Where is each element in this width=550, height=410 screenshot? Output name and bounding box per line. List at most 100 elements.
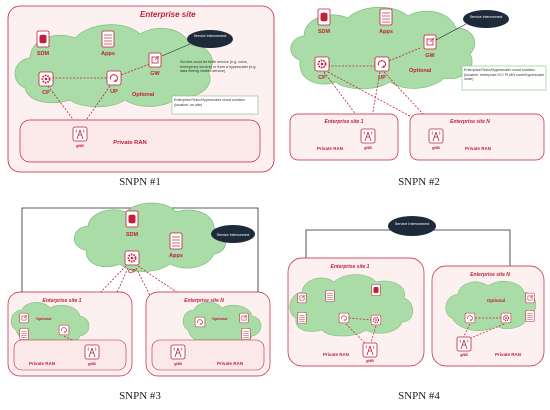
private-ran-label: Private RAN: [113, 140, 147, 146]
svg-text:UP: UP: [110, 89, 118, 95]
private-ran-label-1: Private RAN: [323, 352, 349, 357]
site-1-title: Enterprise site 1: [325, 119, 364, 125]
svg-text:SDM: SDM: [318, 29, 331, 35]
optional-label-site-N: Optional: [212, 317, 227, 321]
link-up-gw: [117, 63, 151, 77]
private-ran-label-N: Private RAN: [217, 361, 243, 366]
up-node-site-1: [58, 324, 70, 336]
apps-node-site-1: [325, 290, 335, 302]
gw-node-site-N: [525, 292, 535, 304]
optional-label: Optional: [409, 68, 432, 74]
svg-text:gNB: gNB: [88, 362, 96, 366]
interconnect-bubble: Service Interconnect: [388, 216, 436, 236]
up-node-site-N: [194, 316, 206, 328]
link-up-gnb: [81, 85, 111, 127]
sdm-node: SDM: [125, 210, 139, 238]
svg-text:Apps: Apps: [169, 253, 183, 259]
svg-text:gNB: gNB: [76, 144, 84, 148]
apps-node-site-N: [241, 328, 251, 340]
gw-node-site-1: [297, 292, 307, 304]
svg-text:SDM: SDM: [126, 232, 139, 238]
cloud-note: Enterprise/Telco/Hyperscaler cloud solut…: [461, 65, 547, 91]
caption-snpn-3: SNPN #3: [119, 390, 161, 402]
enterprise-site-1-box: [289, 113, 399, 161]
apps-node: Apps: [101, 30, 115, 57]
cloud: [73, 202, 227, 272]
gnb-node-site-N: gNB: [170, 344, 186, 366]
up-node: UP: [106, 70, 122, 95]
sdm-node-site-1: [371, 284, 381, 296]
caption-snpn-2: SNPN #2: [398, 176, 440, 188]
svg-text:UP: UP: [378, 75, 386, 81]
apps-node-site-N: [525, 310, 535, 322]
diagram-snpn-1: Enterprise site SDM Apps CP UP GW Option…: [7, 5, 275, 173]
enterprise-site-N-box: [409, 113, 545, 161]
up-node-site-N: [464, 312, 476, 324]
svg-text:Service Interconnect: Service Interconnect: [194, 34, 227, 38]
gw-node: GW: [148, 52, 162, 77]
gnb-node-site-1: gNB: [362, 342, 378, 363]
site-1-title: Enterprise site 1: [331, 264, 370, 270]
private-ran-label-N: Private RAN: [465, 146, 491, 151]
svg-text:CP: CP: [318, 75, 326, 81]
svg-text:CP: CP: [42, 90, 50, 96]
svg-text:Apps: Apps: [101, 51, 115, 57]
svg-text:gNB: gNB: [366, 359, 374, 363]
link-cp-gnb1: [323, 71, 367, 129]
caption-snpn-4: SNPN #4: [398, 390, 440, 402]
site-1-title: Enterprise site 1: [43, 298, 82, 304]
svg-text:SDM: SDM: [37, 51, 50, 57]
svg-text:gNB: gNB: [174, 362, 182, 366]
interconnect-bubble: Service Interconnect: [211, 225, 255, 243]
svg-text:GW: GW: [425, 53, 435, 59]
cp-node-site-N: [500, 312, 512, 324]
gnb-node-site-1: gNB: [360, 128, 376, 150]
diagram-snpn-2: SDM Apps CP UP GW Optional Service Inter…: [289, 6, 547, 161]
svg-text:Service Interconnect: Service Interconnect: [217, 233, 250, 237]
private-ran-label-1: Private RAN: [317, 146, 343, 151]
apps-node: Apps: [379, 8, 393, 35]
apps-node-site-1: [19, 328, 29, 340]
apps-node: Apps: [169, 232, 183, 259]
interconnect-bubble: Service Interconnect: [187, 30, 233, 48]
gnb-node-site-1: gNB: [84, 344, 100, 366]
link-up-gw: [385, 47, 421, 63]
svg-text:Service Interconnect: Service Interconnect: [395, 222, 431, 226]
gnb-node-site-N: gNB: [456, 336, 472, 357]
cp-node: CP: [314, 56, 330, 81]
gnb-node-site-N: gNB: [428, 128, 444, 150]
sdm-node: SDM: [36, 30, 50, 57]
gw-node: GW: [423, 34, 437, 59]
link-up-cp-site-1: [348, 317, 372, 321]
cp-node: CP: [124, 250, 140, 275]
apps2-node-site-1: [297, 312, 307, 324]
interconnect-bubble: Service Interconnect: [463, 10, 509, 28]
site-N-title: Enterprise site N: [470, 272, 510, 278]
site-N-title: Enterprise site N: [184, 298, 224, 304]
link-gw-interconnect: [161, 43, 191, 57]
svg-text:Apps: Apps: [379, 29, 393, 35]
svg-text:gNB: gNB: [432, 146, 440, 150]
caption-snpn-1: SNPN #1: [119, 176, 161, 188]
optional-label-site-N: Optional: [487, 298, 505, 303]
up-node: UP: [374, 56, 390, 81]
link-up-gnb-site-1: [345, 323, 369, 347]
svg-text:GW: GW: [150, 71, 160, 77]
svg-text:gNB: gNB: [364, 146, 372, 150]
cp-node: CP: [38, 71, 54, 96]
private-ran-box-N: [151, 339, 265, 371]
link-cp-gnb: [47, 85, 79, 127]
gw-node-site-N: [239, 312, 249, 324]
sdm-node: SDM: [317, 8, 331, 35]
diagram-snpn-4: Service Interconnect Enterprise site 1 P…: [287, 216, 545, 367]
svg-text:Service Interconnect: Service Interconnect: [470, 15, 503, 19]
private-ran-label-1: Private RAN: [29, 361, 55, 366]
optional-label: Optional: [132, 92, 155, 98]
site-title: Enterprise site: [140, 10, 196, 19]
optional-label-site-1: Optional: [36, 317, 51, 321]
svg-text:gNB: gNB: [460, 353, 468, 357]
link-gw-interconnect: [435, 23, 467, 41]
diagram-snpn-3: Service Interconnect SDM Apps CP Enterpr…: [7, 202, 271, 377]
cloud-note: Enterprise/Telco/Hyperscaler cloud solut…: [171, 95, 259, 115]
site-N-title: Enterprise site N: [450, 119, 490, 125]
